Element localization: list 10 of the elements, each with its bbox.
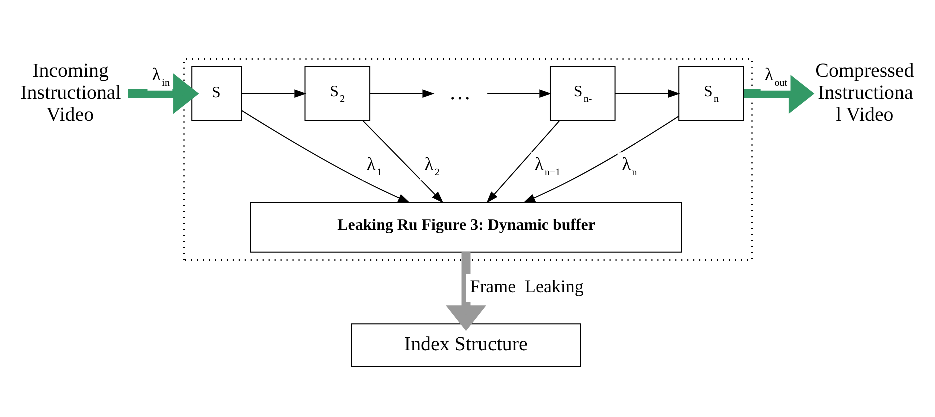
node-text: Compressed Instructiona l Video (816, 59, 914, 126)
node-text: Incoming Instructional Video (20, 59, 122, 126)
edge-label: λ$_{out}$ (764, 64, 788, 88)
edge-label: Frame Leaking (470, 276, 584, 296)
edge-label: λ$_{2}$ (424, 154, 440, 178)
node-text: … (449, 78, 472, 104)
edge-label: λ$_{n−1}$ (535, 154, 561, 178)
edge-label: λ$_{in}$ (152, 64, 170, 88)
edge-label: λ$_{1}$ (367, 154, 382, 178)
edge-label: λ$_{n}$ (622, 154, 638, 178)
